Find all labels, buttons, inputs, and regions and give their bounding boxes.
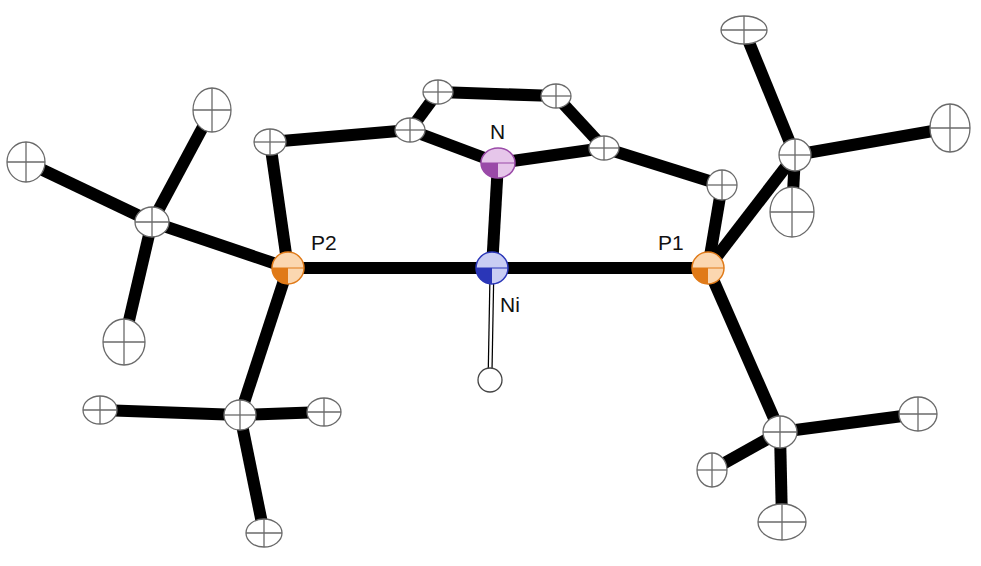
- carbon-ellipsoid: [779, 139, 811, 171]
- ellipsoid-axis: [743, 16, 744, 44]
- ellipsoid-axis: [409, 118, 410, 142]
- atom-label: Ni: [500, 294, 520, 315]
- ellipsoid-axis: [721, 170, 722, 200]
- carbon-ellipsoid: [103, 319, 145, 365]
- ellipsoid-axis: [437, 80, 438, 104]
- carbon-ellipsoid: [763, 416, 797, 448]
- ellipsoid-axis: [555, 84, 556, 108]
- carbon-ellipsoid: [395, 118, 425, 142]
- ellipsoid-axis: [917, 397, 918, 431]
- ellipsoid-axis: [211, 88, 212, 132]
- carbon-ellipsoid: [758, 504, 806, 540]
- ellipsoid-axis: [123, 319, 124, 365]
- carbon-ellipsoid: [721, 16, 767, 44]
- carbon-ellipsoid: [83, 396, 117, 424]
- ellipsoid-axis: [711, 453, 712, 487]
- ellipsoid-axis: [25, 142, 26, 182]
- ellipsoid-axis: [151, 207, 152, 237]
- carbon-ellipsoid: [246, 519, 282, 547]
- ellipsoid-axis: [269, 129, 270, 155]
- ellipsoid-axis: [603, 136, 604, 160]
- carbon-ellipsoid: [697, 453, 727, 487]
- ellipsoid-axis: [781, 504, 782, 540]
- ellipsoid-axis: [263, 519, 264, 547]
- carbon-ellipsoid: [770, 187, 814, 237]
- carbon-ellipsoid: [135, 207, 169, 237]
- carbon-ellipsoids: [7, 16, 970, 547]
- ellipsoid-axis: [791, 187, 792, 237]
- bonds: [26, 30, 950, 533]
- atom-label: N: [490, 121, 505, 142]
- carbon-ellipsoid: [899, 397, 937, 431]
- carbon-ellipsoid: [423, 80, 453, 104]
- atom-label: P2: [311, 232, 337, 253]
- carbon-ellipsoid: [254, 129, 286, 155]
- heteroatom-ellipsoids: [272, 148, 724, 284]
- ellipsoid-axis: [239, 400, 240, 430]
- carbon-ellipsoid: [307, 398, 341, 426]
- ellipsoid-axis: [323, 398, 324, 426]
- atom-label: P1: [658, 232, 684, 253]
- carbon-ellipsoid: [707, 170, 737, 200]
- ellipsoid-axis: [779, 416, 780, 448]
- carbon-ellipsoid: [589, 136, 619, 160]
- ellipsoid-axis: [949, 104, 950, 152]
- hydride-atom: [478, 368, 502, 392]
- carbon-ellipsoid: [193, 88, 231, 132]
- carbon-ellipsoid: [7, 142, 45, 182]
- carbon-ellipsoid: [224, 400, 256, 430]
- ellipsoid-axis: [794, 139, 795, 171]
- carbon-ellipsoid: [541, 84, 571, 108]
- ellipsoid-axis: [99, 396, 100, 424]
- carbon-ellipsoid: [930, 104, 970, 152]
